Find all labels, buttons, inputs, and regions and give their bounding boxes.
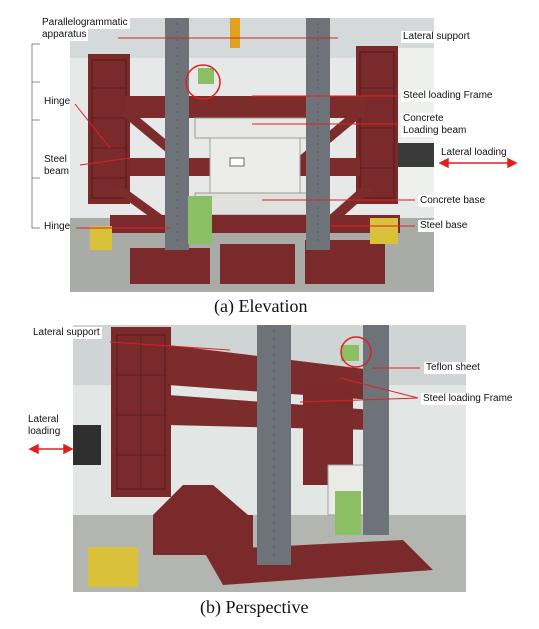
label-steel-loading-frame-b: Steel loading Frame: [421, 393, 515, 405]
perspective-illustration: [73, 325, 466, 592]
elevation-photo: [70, 18, 434, 292]
caption-elevation: (a) Elevation: [214, 296, 308, 316]
label-steel-beam-line2: beam: [44, 166, 70, 177]
yellow-support: [88, 547, 138, 587]
steel-base-front: [153, 515, 253, 555]
label-parallelogrammatic: Parallelogrammatic: [40, 17, 130, 29]
label-hinge-bottom: Hinge: [44, 221, 71, 232]
label-teflon-sheet: Teflon sheet: [424, 362, 482, 374]
crane-hook: [230, 18, 240, 48]
steel-base: [110, 215, 400, 233]
caption-perspective: (b) Perspective: [200, 597, 309, 617]
green-bracket: [188, 196, 212, 244]
right-frame-column: [356, 46, 398, 204]
lateral-loading-arrow-a: [438, 157, 518, 169]
label-concrete-line2: Loading beam: [401, 125, 469, 137]
label-lateral-support-b: Lateral support: [31, 327, 102, 339]
lateral-support-bracket: [198, 68, 214, 84]
label-concrete-line1: Concrete: [401, 113, 446, 125]
label-hinge-top: Hinge: [44, 96, 71, 107]
label-lateral-loading-a: Lateral loading: [441, 147, 507, 158]
left-frame-column: [88, 54, 130, 204]
yellow-support-right: [370, 218, 398, 244]
label-steel-base: Steel base: [418, 220, 470, 232]
label-lateral-loading-b-line2: loading: [28, 426, 61, 437]
elevation-illustration: [70, 18, 434, 292]
label-steel-beam-line1: Steel: [44, 154, 67, 165]
label-lateral-loading-b-line1: Lateral: [28, 414, 59, 425]
lateral-loading-arrow-b: [28, 443, 74, 455]
concrete-base: [194, 192, 316, 216]
label-apparatus: apparatus: [40, 29, 89, 41]
actuator: [73, 425, 101, 465]
label-steel-loading-frame-a: Steel loading Frame: [401, 90, 495, 102]
green-bracket: [335, 491, 361, 535]
floor-plate-middle: [220, 244, 295, 284]
actuator: [398, 143, 434, 167]
apparatus-bracket: [31, 43, 40, 229]
perspective-photo: [73, 325, 466, 592]
label-lateral-support-a: Lateral support: [401, 31, 472, 43]
concrete-loading-beam: [194, 117, 311, 139]
floor-plate-left: [130, 248, 210, 284]
concrete-wall-specimen: [209, 137, 301, 194]
label-concrete-base: Concrete base: [418, 195, 488, 207]
reaction-column-front: [257, 325, 291, 565]
teflon-sheet-bracket: [341, 345, 359, 361]
reaction-column-rear: [363, 325, 389, 535]
yellow-support-left: [90, 226, 112, 250]
